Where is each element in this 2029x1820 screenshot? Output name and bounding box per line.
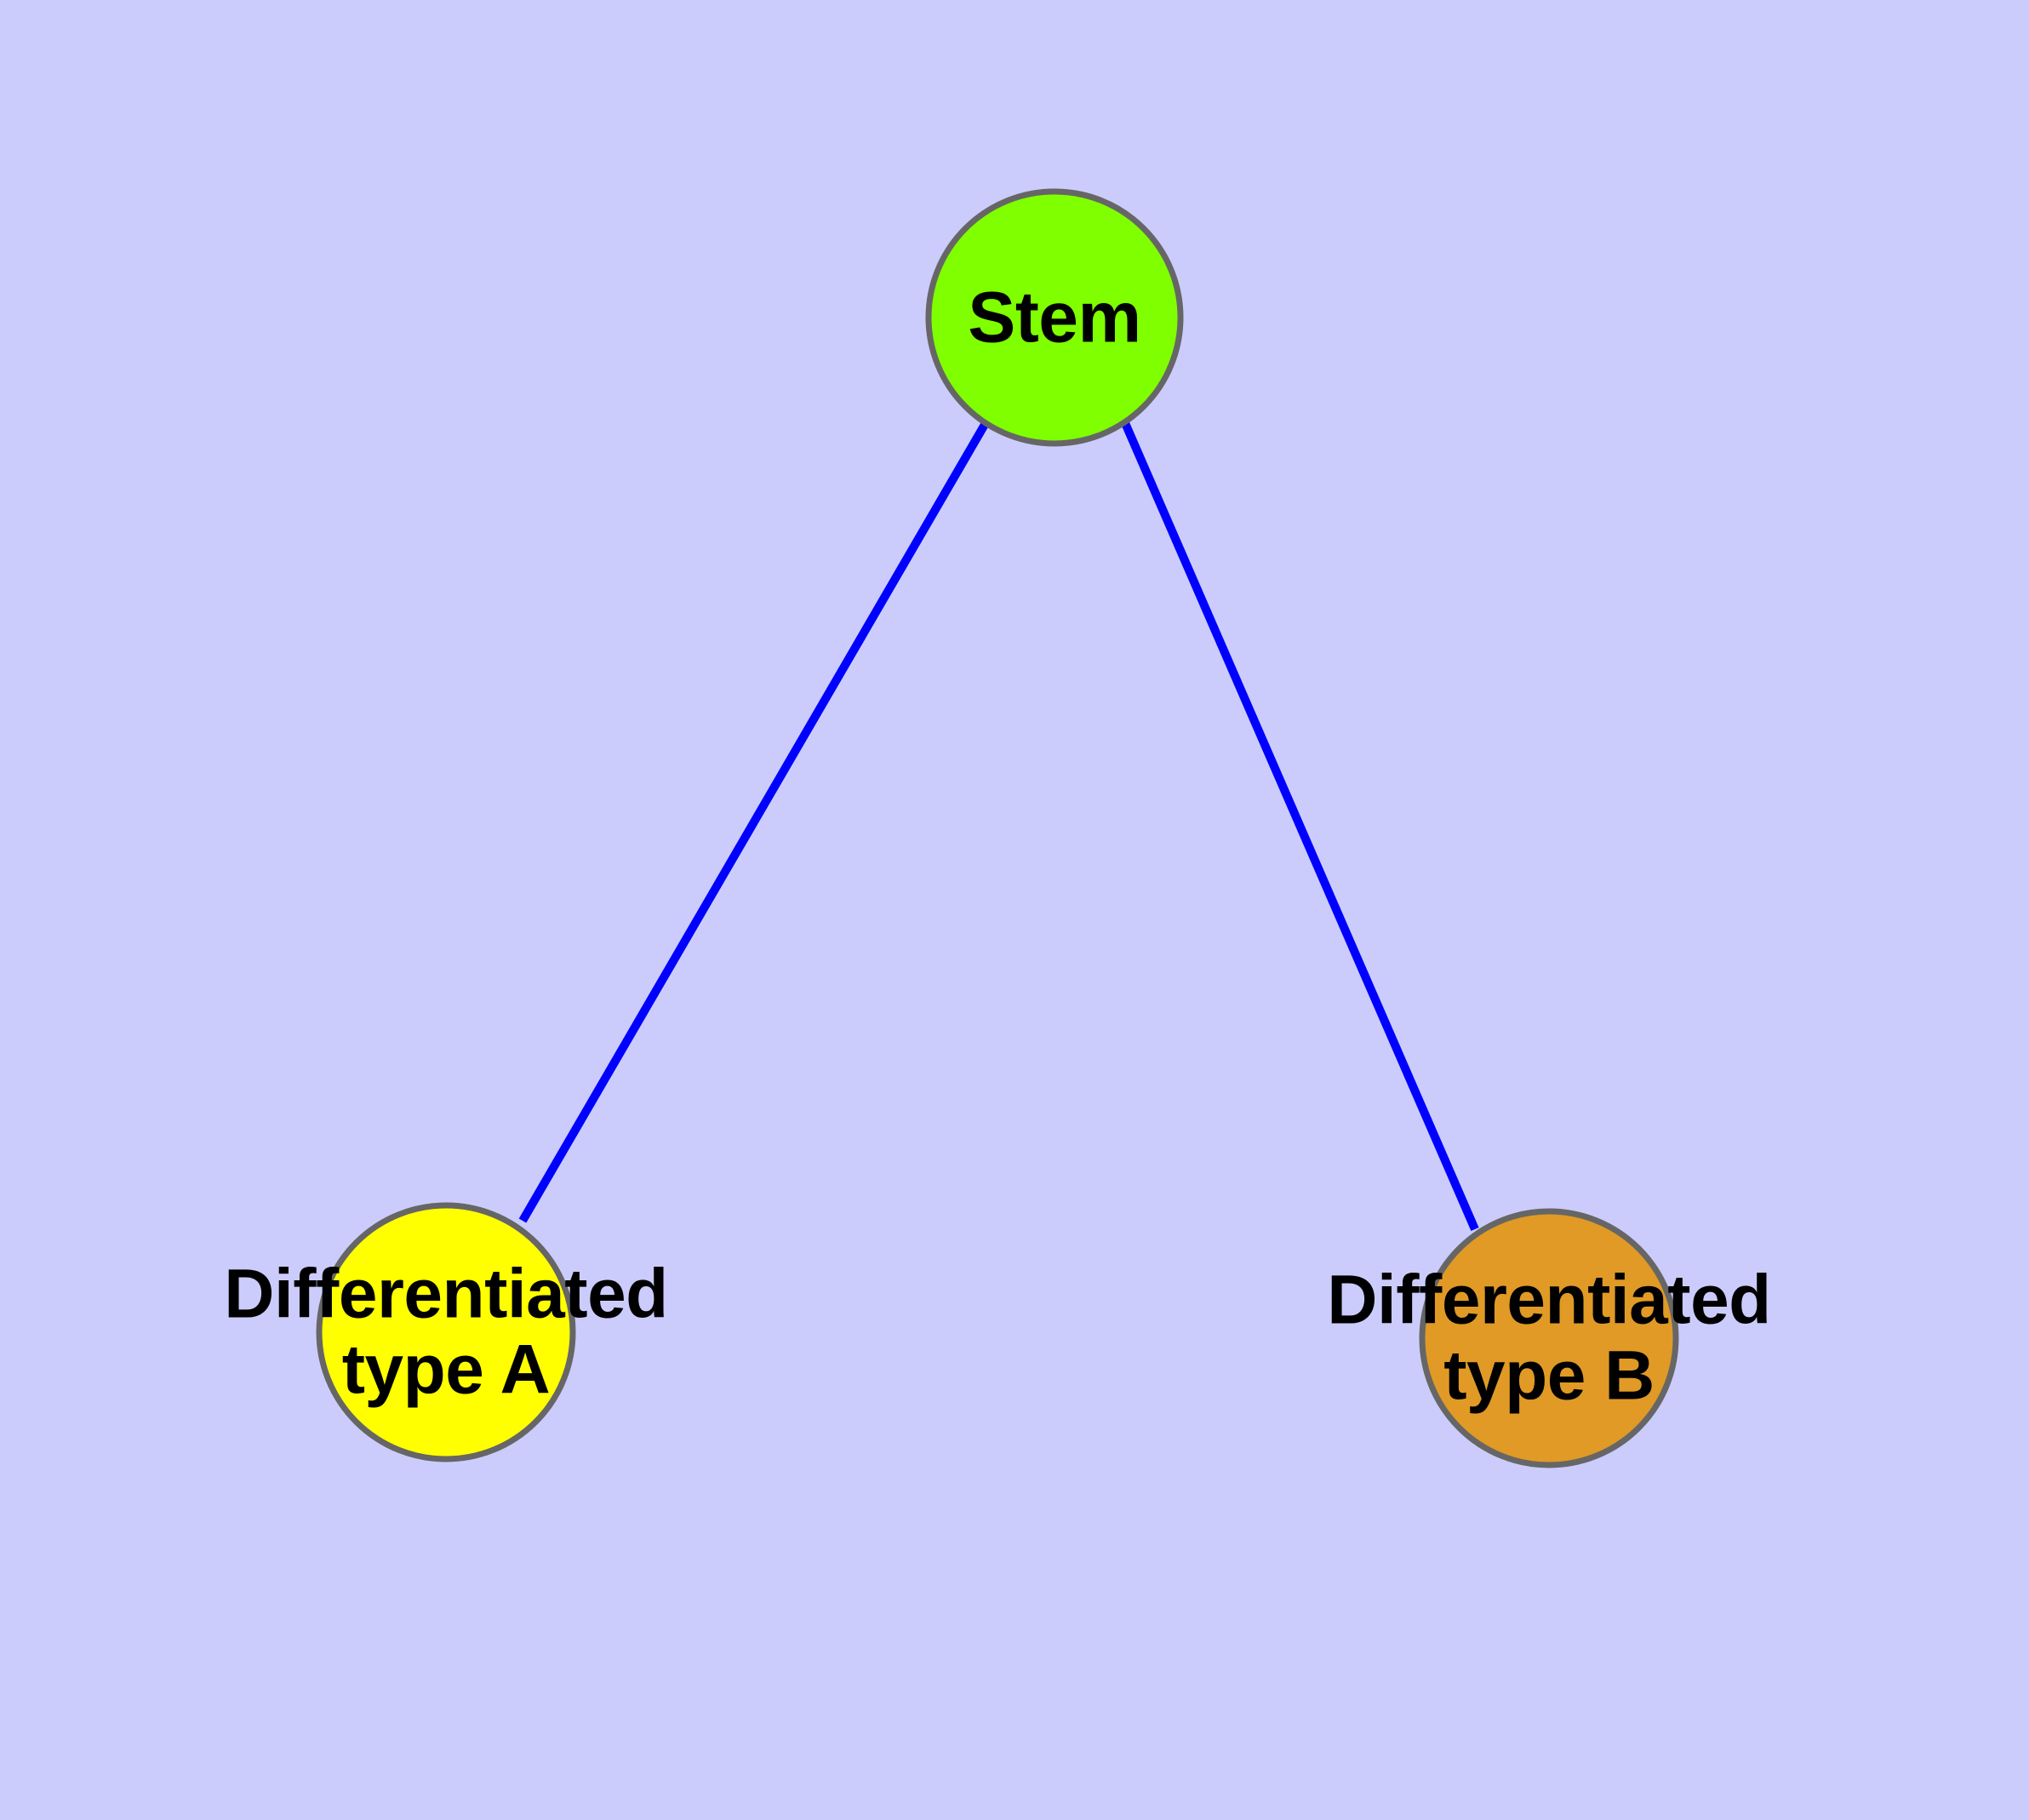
node-circle-diff_b[interactable] — [1419, 1208, 1679, 1468]
edge-stem-to-diff_b[interactable] — [1121, 421, 1479, 1231]
node-layer — [316, 188, 1679, 1468]
node-circle-stem[interactable] — [925, 188, 1184, 447]
node-circle-diff_a[interactable] — [316, 1202, 576, 1462]
edge-stem-to-diff_a[interactable] — [518, 421, 990, 1223]
edge-layer — [518, 421, 1479, 1231]
